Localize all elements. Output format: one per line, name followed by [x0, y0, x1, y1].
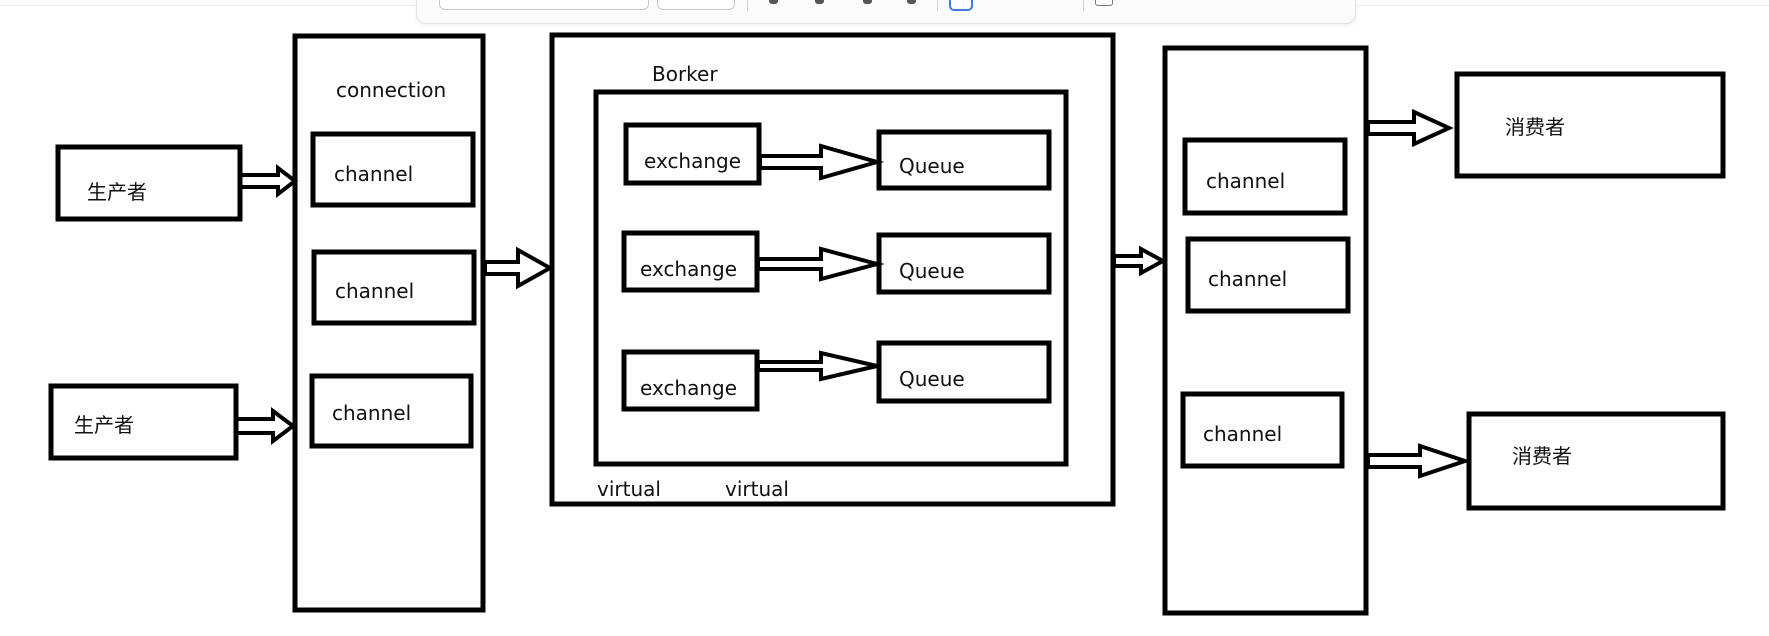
toolbar-format-icon[interactable]: [815, 0, 824, 4]
consumer-label: 消费者: [1512, 444, 1572, 468]
double-arrow-icon: [1366, 108, 1454, 148]
producer-box: [55, 144, 243, 222]
connection-box: [292, 33, 486, 613]
queue-label: Queue: [899, 154, 965, 178]
double-arrow-icon: [483, 246, 555, 290]
double-arrow-icon: [238, 163, 299, 199]
toolbar-text-field[interactable]: [439, 0, 649, 10]
producer-label: 生产者: [74, 413, 134, 437]
drawing-toolbar: [416, 0, 1356, 24]
exchange-label: exchange: [640, 257, 737, 281]
toolbar-size-dropdown[interactable]: [657, 0, 735, 10]
toolbar-separator: [1083, 0, 1084, 11]
double-arrow-icon: [234, 407, 297, 445]
channel-label: channel: [332, 401, 411, 425]
double-arrow-icon: [1366, 443, 1472, 479]
double-arrow-icon: [756, 246, 885, 282]
channel-label: channel: [335, 279, 414, 303]
toolbar-separator: [937, 0, 938, 11]
exchange-box: [621, 349, 760, 412]
double-arrow-icon: [758, 143, 885, 181]
channel-box: [1185, 236, 1351, 314]
channel-box: [309, 373, 474, 449]
channel-label: channel: [334, 162, 413, 186]
channel-label: channel: [1206, 169, 1285, 193]
channel-box: [310, 131, 476, 208]
toolbar-separator: [747, 0, 748, 11]
consumer-label: 消费者: [1505, 115, 1565, 139]
queue-box: [876, 340, 1052, 404]
consumer-connection-box: [1162, 45, 1369, 616]
toolbar-format-icon[interactable]: [907, 0, 916, 4]
broker-title: Borker: [652, 62, 718, 86]
broker-outer-box: [549, 32, 1116, 507]
producer-label: 生产者: [87, 180, 147, 204]
queue-label: Queue: [899, 367, 965, 391]
consumer-box: [1454, 71, 1726, 179]
channel-label: channel: [1208, 267, 1287, 291]
consumer-box: [1466, 411, 1726, 511]
virtual-label: virtual: [597, 477, 661, 501]
connection-title: connection: [336, 78, 446, 102]
double-arrow-icon: [756, 350, 878, 382]
toolbar-toggle-button[interactable]: [949, 0, 973, 11]
virtual-label: virtual: [725, 477, 789, 501]
toolbar-checkbox[interactable]: [1095, 0, 1113, 6]
channel-label: channel: [1203, 422, 1282, 446]
queue-label: Queue: [899, 259, 965, 283]
channel-box: [1182, 137, 1348, 216]
exchange-label: exchange: [644, 149, 741, 173]
double-arrow-icon: [1112, 245, 1168, 277]
exchange-label: exchange: [640, 376, 737, 400]
channel-box: [311, 249, 477, 326]
broker-inner-box: [593, 89, 1069, 467]
toolbar-format-icon[interactable]: [769, 0, 778, 4]
queue-box: [876, 129, 1052, 191]
toolbar-format-icon[interactable]: [863, 0, 872, 4]
channel-box: [1180, 391, 1345, 469]
